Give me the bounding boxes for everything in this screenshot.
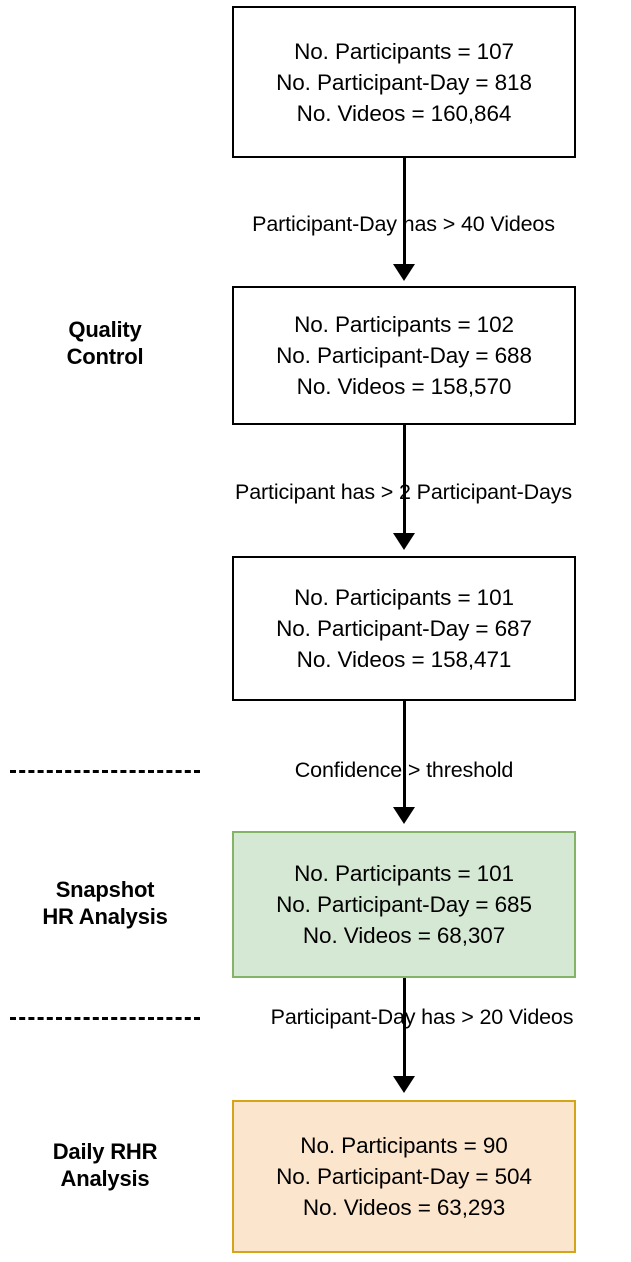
flow-node-after-40-videos: No. Participants = 102 No. Participant-D… (232, 286, 576, 425)
connector-arrowhead-3 (393, 807, 415, 824)
connector-arrowhead-1 (393, 264, 415, 281)
section-divider-2 (10, 1017, 200, 1020)
connector-line-3 (403, 701, 406, 811)
flow-node-after-2-days: No. Participants = 101 No. Participant-D… (232, 556, 576, 701)
node-2-line-participants: No. Participants = 102 (294, 312, 514, 337)
node-initial-line-participants: No. Participants = 107 (294, 38, 514, 64)
flow-node-daily-rhr: No. Participants = 90 No. Participant-Da… (232, 1100, 576, 1253)
node-3-line-participants: No. Participants = 101 (294, 585, 514, 610)
node-5-line-participant-days: No. Participant-Day = 504 (276, 1164, 532, 1189)
stage-label-snapshot-hr-line2: HR Analysis (42, 904, 168, 929)
stage-label-daily-rhr-line1: Daily RHR (52, 1139, 158, 1164)
stage-label-quality-control-line2: Control (66, 344, 144, 369)
edge-label-3: Confidence > threshold (294, 758, 514, 782)
stage-label-daily-rhr-analysis: Daily RHR Analysis (0, 1138, 210, 1192)
node-initial-line-videos: No. Videos = 160,864 (296, 100, 512, 126)
connector-arrowhead-4 (393, 1076, 415, 1093)
node-5-line-participants: No. Participants = 90 (300, 1133, 508, 1158)
connector-arrowhead-2 (393, 533, 415, 550)
edge-label-4: Participant-Day has > 20 Videos (270, 1005, 574, 1029)
node-5-line-videos: No. Videos = 63,293 (302, 1195, 506, 1220)
node-initial-line-participant-days: No. Participant-Day = 818 (276, 69, 532, 95)
node-3-line-videos: No. Videos = 158,471 (296, 647, 512, 672)
stage-label-daily-rhr-line2: Analysis (60, 1166, 150, 1191)
stage-label-snapshot-hr-analysis: Snapshot HR Analysis (0, 876, 210, 930)
node-4-line-videos: No. Videos = 68,307 (302, 923, 506, 948)
node-3-line-participant-days: No. Participant-Day = 687 (276, 616, 532, 641)
node-4-line-participants: No. Participants = 101 (294, 861, 514, 886)
stage-label-quality-control-line1: Quality (68, 317, 142, 342)
node-2-line-participant-days: No. Participant-Day = 688 (276, 343, 532, 368)
node-2-line-videos: No. Videos = 158,570 (296, 374, 512, 399)
section-divider-1 (10, 770, 200, 773)
node-4-line-participant-days: No. Participant-Day = 685 (276, 892, 532, 917)
flow-node-initial: No. Participants = 107 No. Participant-D… (232, 6, 576, 158)
stage-label-snapshot-hr-line1: Snapshot (55, 877, 155, 902)
stage-label-quality-control: Quality Control (0, 316, 210, 370)
flow-node-snapshot-hr: No. Participants = 101 No. Participant-D… (232, 831, 576, 978)
connector-line-2 (403, 425, 406, 537)
connector-line-4 (403, 978, 406, 1079)
edge-label-1: Participant-Day has > 40 Videos (252, 212, 555, 236)
edge-label-2: Participant has > 2 Participant-Days (235, 480, 572, 504)
connector-line-1 (403, 158, 406, 268)
